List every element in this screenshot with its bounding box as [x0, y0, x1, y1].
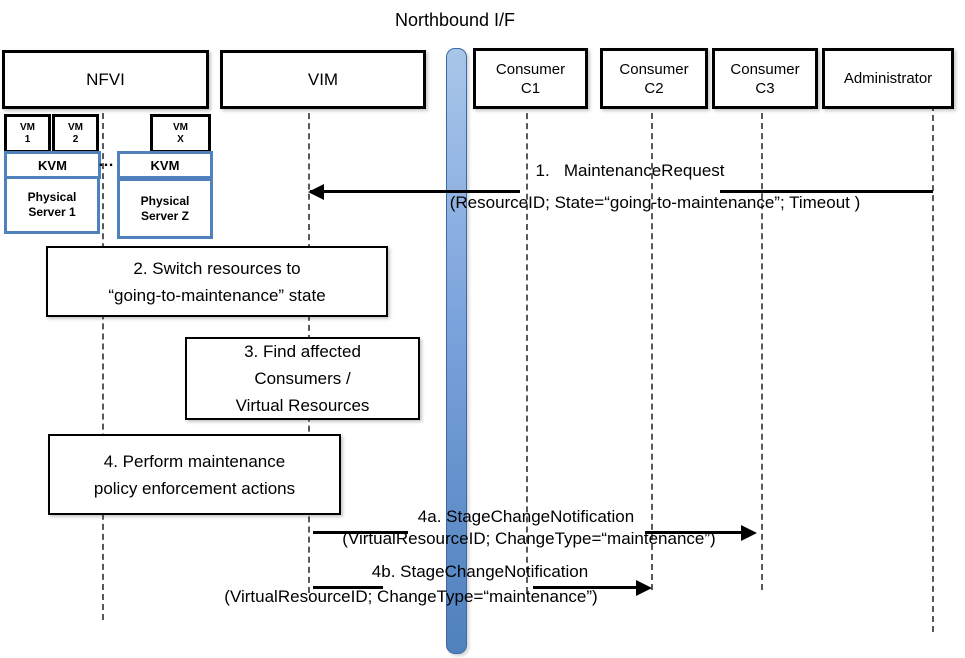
actor-label-administrator: Administrator	[843, 70, 933, 87]
process-box-4: 4. Perform maintenance policy enforcemen…	[48, 434, 341, 515]
lifeline-consumer-c1	[526, 103, 528, 593]
northbound-interface-bar	[446, 48, 467, 654]
actor-label-c2: C2	[644, 79, 664, 97]
actor-box-consumer-c2: Consumer C2	[600, 48, 708, 109]
kvm-left-box: KVM	[4, 151, 101, 179]
process-box-2: 2. Switch resources to “going-to-mainten…	[46, 246, 388, 317]
actor-box-vim: VIM	[220, 50, 426, 109]
message-4b-params: (VirtualResourceID; ChangeType=“maintena…	[224, 587, 598, 606]
lifeline-nfvi	[102, 103, 104, 620]
actor-label-consumer: Consumer	[730, 60, 800, 78]
physical-server-z-box: Physical Server Z	[117, 178, 213, 239]
physical-server-z-label: Physical	[140, 193, 190, 208]
physical-server-z-name: Server Z	[140, 208, 190, 223]
process-3-line1: 3. Find affected	[244, 342, 361, 361]
actor-box-consumer-c1: Consumer C1	[473, 48, 588, 109]
actor-box-administrator: Administrator	[822, 48, 954, 109]
vm2-box: VM 2	[52, 114, 99, 153]
process-box-3: 3. Find affected Consumers / Virtual Res…	[185, 337, 420, 420]
vm2-number: 2	[72, 133, 79, 145]
arrow-1-line-left	[310, 190, 520, 193]
ellipsis: …	[98, 153, 114, 170]
arrow-1-line-right	[720, 190, 933, 193]
process-2-line1: 2. Switch resources to	[133, 258, 301, 278]
vm1-number: 1	[24, 133, 31, 145]
kvm-left-label: KVM	[38, 157, 67, 173]
actor-label-c1: C1	[520, 79, 541, 97]
vm1-box: VM 1	[4, 114, 51, 153]
lifeline-consumer-c2	[651, 103, 653, 590]
kvm-right-box: KVM	[117, 151, 213, 179]
vmx-label: VM	[173, 121, 188, 133]
message-1-params: (ResourceID; State=“going-to-maintenance…	[449, 193, 861, 212]
arrow-4a-line-right	[645, 531, 750, 534]
actor-label-consumer: Consumer	[619, 60, 689, 78]
physical-server-1-box: Physical Server 1	[4, 176, 100, 234]
actor-box-consumer-c3: Consumer C3	[712, 48, 818, 109]
actor-label-vim: VIM	[307, 69, 339, 89]
lifeline-administrator	[932, 105, 934, 632]
actor-label-nfvi: NFVI	[86, 69, 125, 89]
vmx-box: VM X	[150, 114, 211, 153]
actor-box-nfvi: NFVI	[2, 50, 209, 109]
arrow-4a-line-left	[313, 531, 408, 534]
vm1-label: VM	[20, 121, 35, 133]
message-4b-title: 4b. StageChangeNotification	[371, 562, 589, 581]
diagram-title: Northbound I/F	[394, 10, 516, 30]
process-4-line2: policy enforcement actions	[93, 478, 296, 498]
arrow-4b-head	[636, 580, 652, 596]
arrow-4a-head	[741, 525, 757, 541]
actor-label-c3: C3	[755, 79, 775, 97]
lifeline-consumer-c3	[761, 103, 763, 590]
physical-server-1-name: Server 1	[28, 205, 76, 219]
process-4-line1: 4. Perform maintenance	[103, 451, 286, 471]
process-2-line2: “going-to-maintenance” state	[108, 285, 326, 305]
actor-label-consumer: Consumer	[495, 60, 566, 78]
message-4a-params: (VirtualResourceID; ChangeType=“maintena…	[342, 529, 716, 548]
arrow-4b-line-left	[313, 586, 383, 589]
arrow-4b-line-right	[533, 586, 645, 589]
process-3-line2: Consumers /	[254, 369, 351, 388]
message-1-title: 1. MaintenanceRequest	[535, 161, 725, 180]
message-4a-title: 4a. StageChangeNotification	[417, 507, 635, 526]
kvm-right-label: KVM	[150, 157, 180, 173]
process-3-line3: Virtual Resources	[235, 396, 370, 415]
physical-server-1-label: Physical	[27, 190, 77, 204]
vmx-number: X	[177, 133, 184, 145]
vm2-label: VM	[68, 121, 83, 133]
